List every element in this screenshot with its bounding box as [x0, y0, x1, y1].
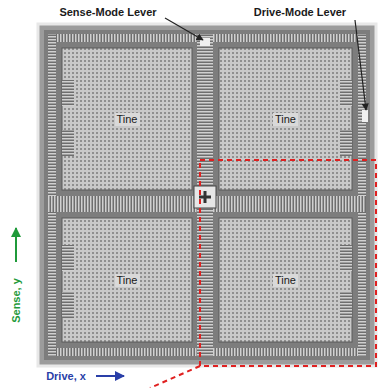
tine-region: Tine — [62, 48, 192, 190]
tine-label: Tine — [273, 113, 298, 126]
tine-label: Tine — [115, 113, 140, 126]
tine-label: Tine — [273, 274, 298, 287]
part-label: Sense-Mode Lever — [59, 6, 156, 19]
part-label: Drive-Mode Lever — [254, 6, 346, 19]
tine-region: Tine — [219, 48, 352, 190]
tine-region: Tine — [62, 218, 192, 342]
axis-label: Sense, y — [10, 278, 23, 323]
tine-region: Tine — [219, 218, 352, 342]
tine-label: Tine — [115, 274, 140, 287]
axis-label: Drive, x — [46, 370, 86, 383]
